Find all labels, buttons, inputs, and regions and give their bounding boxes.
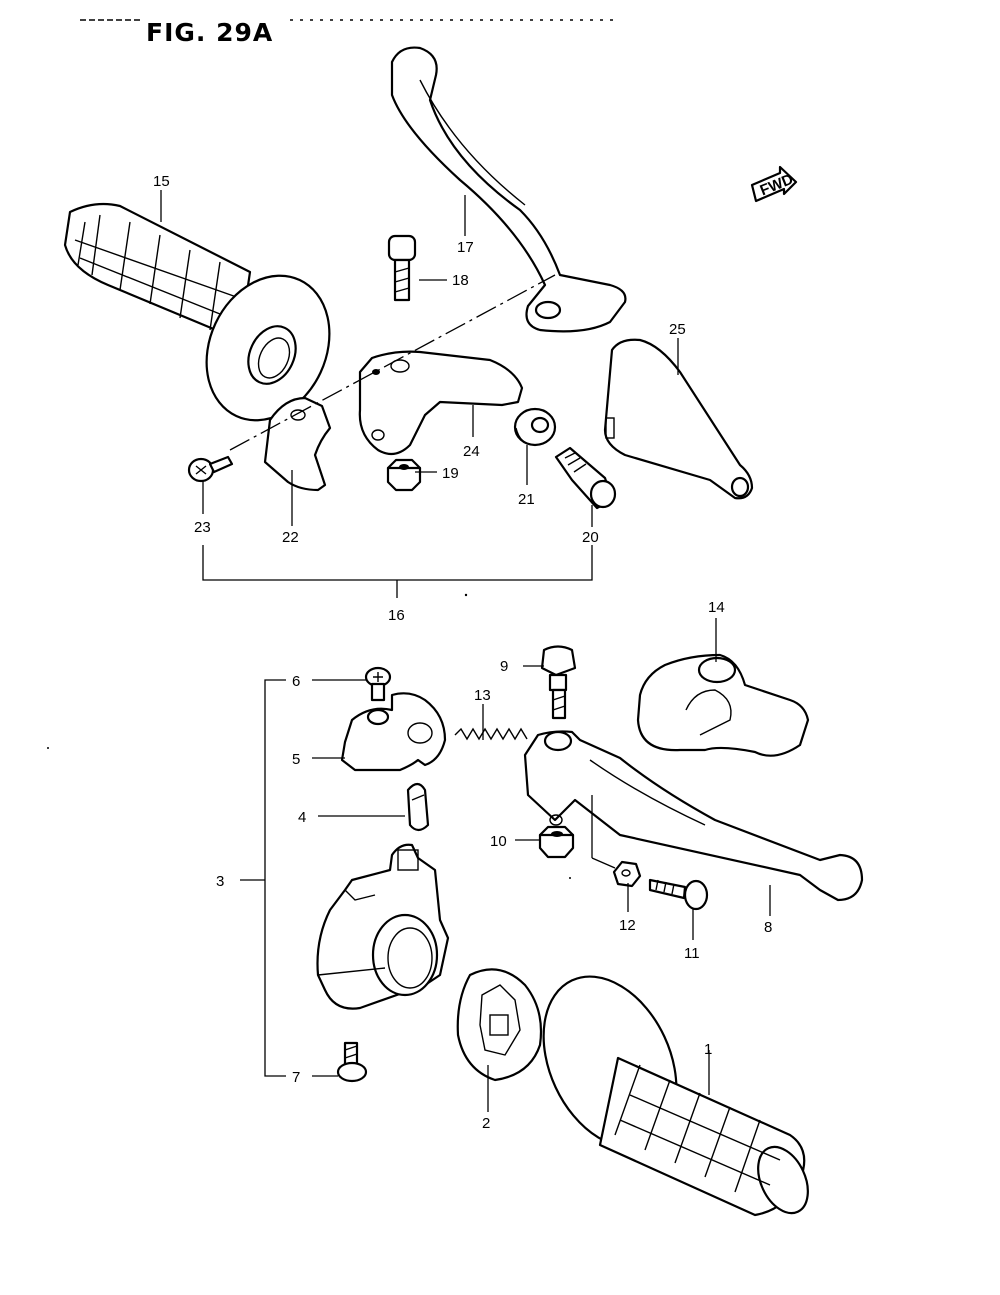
adjuster-nut-small <box>612 860 642 888</box>
callout-3: 3 <box>216 873 224 890</box>
callout-6: 6 <box>292 673 300 690</box>
callout-24: 24 <box>463 443 480 460</box>
callout-25: 25 <box>669 321 686 338</box>
perch-clamp-upper <box>340 692 447 772</box>
callout-21: 21 <box>518 491 535 508</box>
callout-23: 23 <box>194 519 211 536</box>
perch-clip <box>406 782 430 832</box>
lever-spring <box>454 727 528 741</box>
callout-19: 19 <box>442 465 459 482</box>
callout-2: 2 <box>482 1115 490 1132</box>
clutch-lever <box>390 46 627 333</box>
grip-left <box>63 202 331 422</box>
clamp-screw-upper <box>364 666 392 702</box>
figure-title: FIG. 29A <box>146 18 274 47</box>
callout-9: 9 <box>500 658 508 675</box>
holder-nut <box>386 458 422 492</box>
scan-specks <box>47 593 571 879</box>
callout-22: 22 <box>282 529 299 546</box>
callout-11: 11 <box>684 945 700 962</box>
callout-14: 14 <box>708 599 725 616</box>
callout-8: 8 <box>764 919 772 936</box>
callout-18: 18 <box>452 272 469 289</box>
callout-labels: 15 17 18 25 24 19 21 20 22 23 16 14 9 6 … <box>153 173 772 1132</box>
callout-7: 7 <box>292 1069 300 1086</box>
throttle-washer <box>456 968 543 1082</box>
callout-17: 17 <box>457 239 474 256</box>
adjuster-screw <box>648 878 709 911</box>
perch-screw <box>336 1041 368 1083</box>
master-perch <box>316 843 450 1010</box>
callout-16: 16 <box>388 607 405 624</box>
brake-lever-bolt <box>540 645 577 720</box>
callout-5: 5 <box>292 751 300 768</box>
callout-13: 13 <box>474 687 491 704</box>
lever-holder <box>358 350 524 456</box>
adjuster-locknut <box>513 407 557 447</box>
grip-clamp <box>263 396 332 492</box>
callout-1: 1 <box>704 1041 712 1058</box>
brake-lever-cover <box>636 653 810 757</box>
brake-lever <box>523 730 864 902</box>
grip-right <box>542 975 809 1217</box>
cable-adjuster <box>554 446 617 510</box>
lever-pivot-bolt <box>387 234 417 302</box>
leader-lines <box>160 190 771 1112</box>
callout-12: 12 <box>619 917 636 934</box>
lever-nut <box>538 825 575 859</box>
clamp-screw <box>187 455 234 483</box>
fwd-arrow-icon: FWD <box>750 165 798 203</box>
fwd-label: FWD <box>758 171 796 200</box>
callout-15: 15 <box>153 173 170 190</box>
callout-4: 4 <box>298 809 306 826</box>
callout-10: 10 <box>490 833 507 850</box>
callout-20: 20 <box>582 529 599 546</box>
lever-cover <box>603 338 754 500</box>
